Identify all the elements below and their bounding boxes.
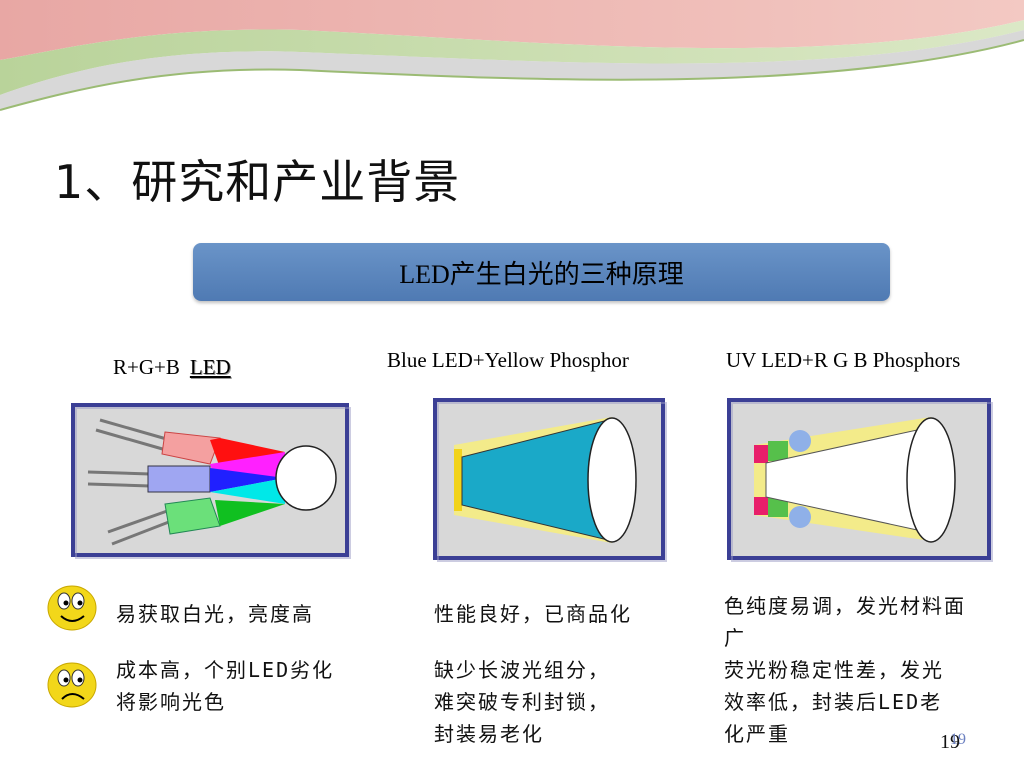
label-uv-rgb: UV LED+R G B Phosphors: [726, 348, 961, 372]
con-rgb-line: 成本高，个别LED劣化: [116, 658, 335, 682]
uv-rgb-diagram: [727, 398, 993, 562]
blue-yellow-diagram: [433, 398, 667, 562]
label-led-text: LED: [189, 355, 231, 379]
con-by-line: 难突破专利封锁，: [434, 690, 610, 714]
rgb-led-diagram: [71, 403, 351, 559]
label-rgb-led: R+G+B LED: [113, 355, 231, 380]
con-blue-yellow: 缺少长波光组分， 难突破专利封锁， 封装易老化: [434, 654, 610, 750]
page-number: 19 19: [940, 731, 966, 754]
con-uv-line: 化严重: [724, 722, 790, 746]
pro-uv-line: 色纯度易调，发光材料面: [724, 594, 966, 618]
page-number-ghost: 19: [950, 731, 966, 748]
con-rgb-line: 将影响光色: [116, 690, 226, 714]
principles-banner: LED产生白光的三种原理: [193, 243, 890, 301]
pro-uv-line: 广: [724, 626, 746, 650]
pro-rgb: 易获取白光，亮度高: [116, 602, 314, 626]
pro-uv-rgb: 色纯度易调，发光材料面 广: [724, 590, 1014, 654]
con-rgb: 成本高，个别LED劣化 将影响光色: [116, 654, 334, 718]
con-by-line: 封装易老化: [434, 722, 544, 746]
con-uv-line: 荧光粉稳定性差，发光: [724, 658, 944, 682]
header-decoration: [0, 0, 1024, 111]
con-by-line: 缺少长波光组分，: [434, 658, 610, 682]
happy-face-icon: [47, 585, 97, 631]
pro-blue-yellow: 性能良好，已商品化: [434, 602, 632, 626]
page-title: 1、研究和产业背景: [54, 155, 461, 209]
con-uv-rgb: 荧光粉稳定性差，发光 效率低，封装后LED老 化严重: [724, 654, 944, 750]
label-blue-yellow: Blue LED+Yellow Phosphor: [387, 348, 629, 372]
con-uv-line: 效率低，封装后LED老: [724, 690, 943, 714]
page-number-text: 19: [940, 731, 960, 753]
sad-face-icon: [47, 662, 97, 708]
label-rgb-text: R+G+B: [113, 355, 180, 379]
